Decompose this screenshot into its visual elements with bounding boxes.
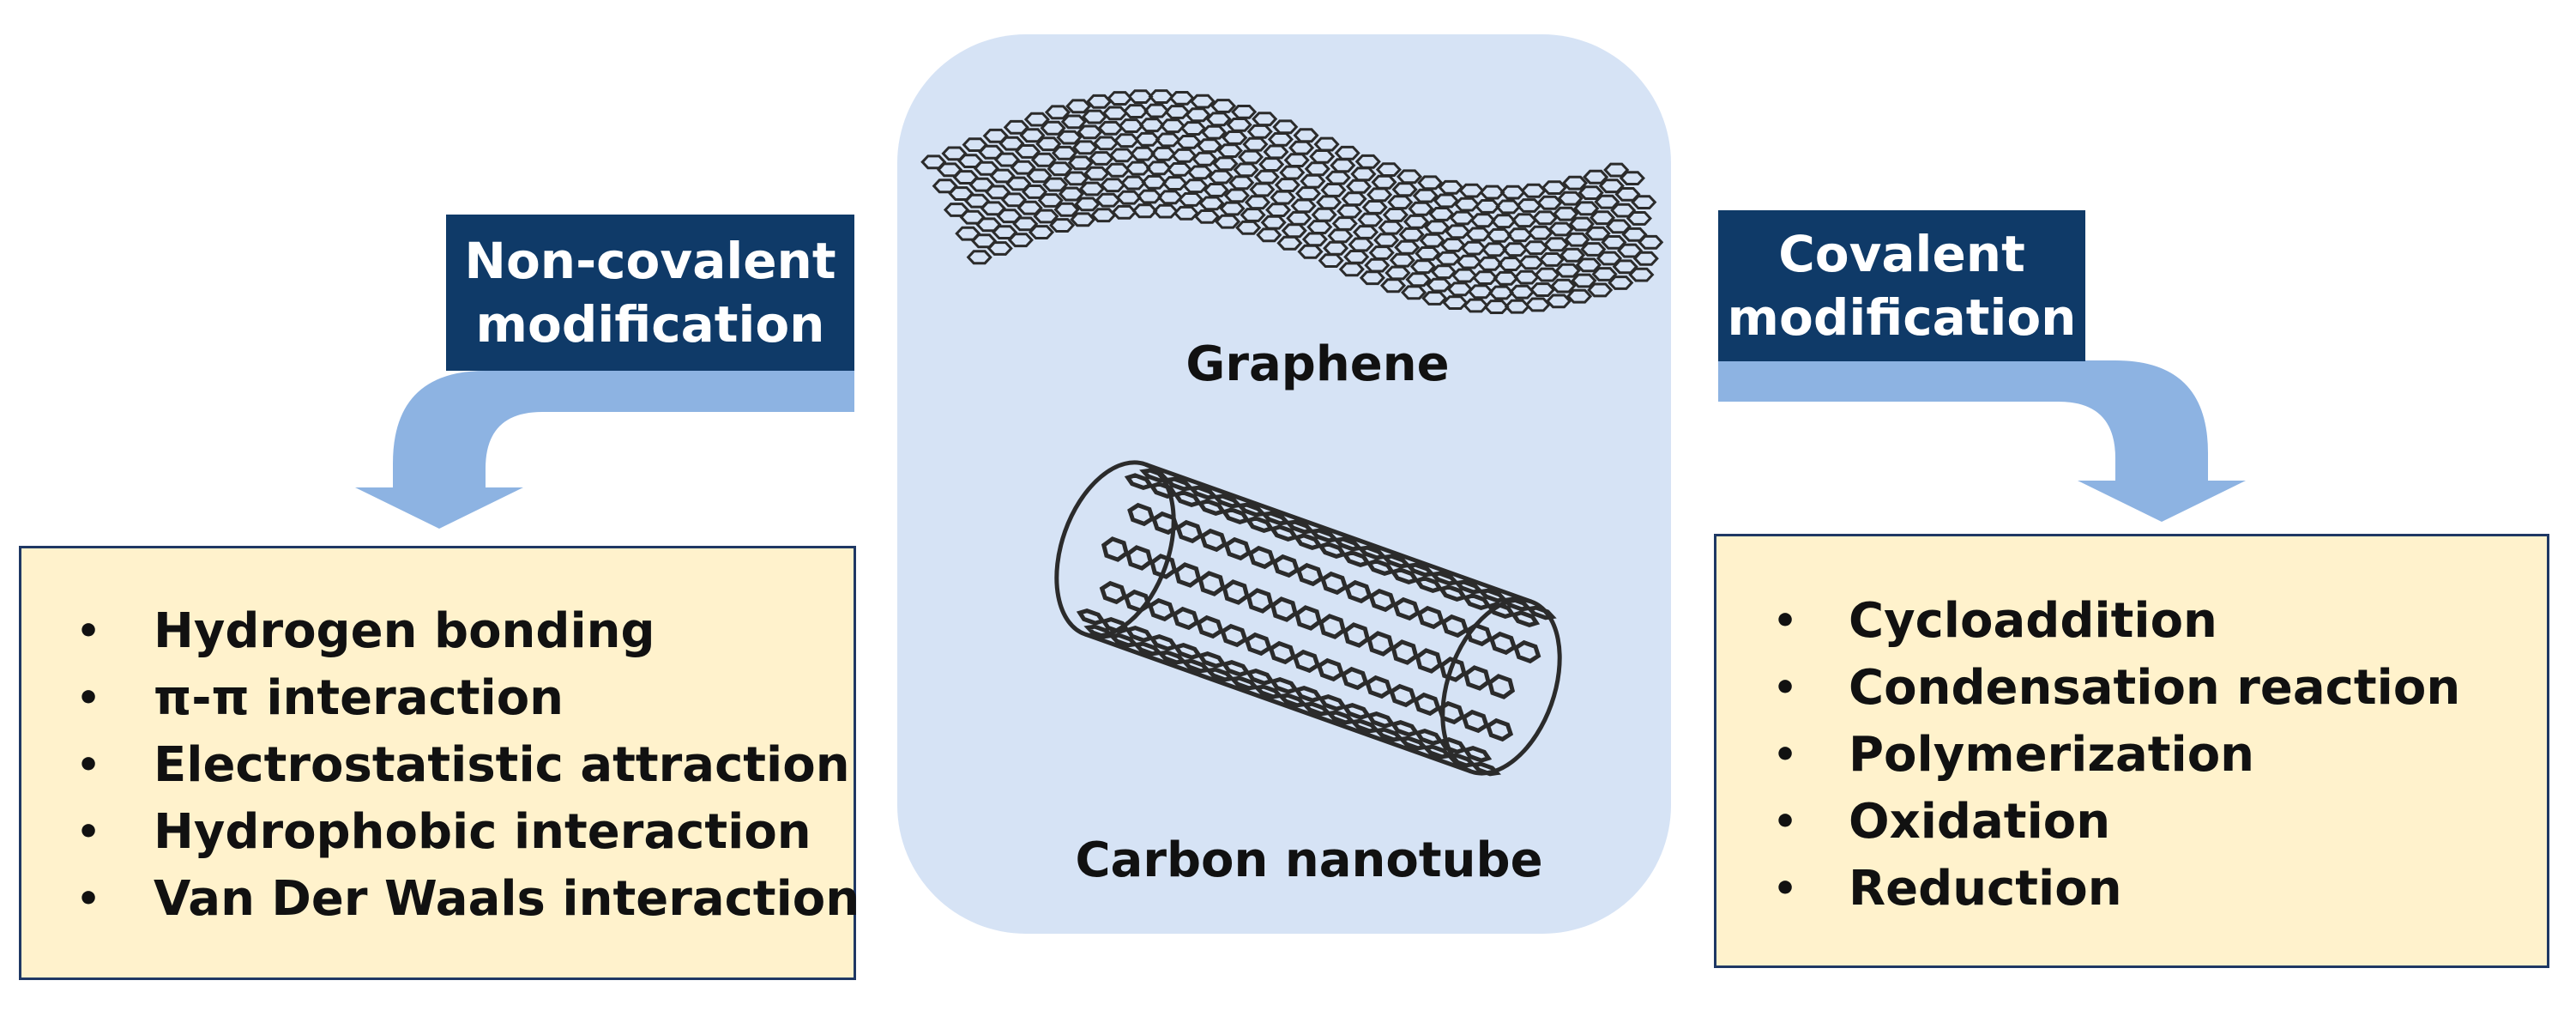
covalent-header-line1: Covalent — [1778, 225, 2025, 283]
right-arrow-icon — [1718, 360, 2246, 522]
list-item-text: π-π interaction — [154, 670, 564, 726]
non-covalent-header: Non-covalent modification — [446, 215, 854, 371]
carbon-nanotube-label: Carbon nanotube — [1075, 832, 1543, 888]
graphene-label: Graphene — [1185, 336, 1450, 392]
list-item-text: Oxidation — [1849, 794, 2111, 850]
materials-panel — [897, 34, 1671, 934]
bullet-icon: • — [76, 877, 101, 921]
covalent-list: • Cycloaddition • Condensation reaction • P… — [1716, 588, 2547, 923]
carbon-nanotube-icon — [1054, 460, 1562, 777]
list-item-text: Cycloaddition — [1849, 593, 2217, 649]
bullet-icon: • — [1773, 666, 1798, 710]
bullet-icon: • — [1773, 800, 1798, 844]
list-item-text: Condensation reaction — [1849, 660, 2461, 716]
covalent-header-line2: modification — [1727, 288, 2077, 347]
graphene-sheet-icon — [920, 89, 1664, 314]
bullet-icon: • — [76, 676, 101, 720]
list-item-text: Hydrophobic interaction — [154, 804, 811, 860]
nanotube-end-cap-left — [1054, 460, 1176, 639]
list-item: • Polymerization — [1716, 722, 2547, 789]
bullet-icon: • — [76, 743, 101, 787]
list-item-text: Hydrogen bonding — [154, 603, 655, 659]
bullet-icon: • — [76, 810, 101, 854]
list-item: • Van Der Waals interaction — [21, 866, 860, 933]
list-item: • Electrostatistic attraction — [21, 732, 854, 799]
list-item: • Cycloaddition — [1716, 588, 2547, 655]
list-item: • Reduction — [1716, 856, 2547, 923]
list-item: • Hydrophobic interaction — [21, 799, 854, 866]
bullet-icon: • — [1773, 733, 1798, 777]
bullet-icon: • — [1773, 867, 1798, 911]
list-item: • Condensation reaction — [1716, 655, 2547, 722]
list-item: • Hydrogen bonding — [21, 598, 854, 665]
nanotube-lattice — [1076, 462, 1557, 777]
graphene-mesh — [920, 89, 1664, 314]
list-item-text: Polymerization — [1849, 727, 2255, 783]
non-covalent-header-line1: Non-covalent — [464, 232, 836, 290]
list-item-text: Electrostatistic attraction — [154, 737, 850, 793]
covalent-list-box: • Cycloaddition • Condensation reaction • P… — [1714, 534, 2549, 968]
left-arrow-icon — [355, 371, 854, 529]
list-item-text: Van Der Waals interaction — [154, 871, 860, 927]
bullet-icon: • — [76, 609, 101, 653]
non-covalent-list-box: • Hydrogen bonding • π-π interaction • Elec… — [19, 546, 860, 980]
covalent-header: Covalent modification — [1718, 210, 2085, 361]
bullet-icon: • — [1773, 599, 1798, 643]
non-covalent-header-line2: modification — [475, 295, 825, 354]
nanotube-end-cap-right — [1440, 597, 1562, 776]
list-item: • π-π interaction — [21, 665, 854, 732]
list-item: • Oxidation — [1716, 789, 2547, 856]
list-item-text: Reduction — [1849, 861, 2122, 917]
non-covalent-list: • Hydrogen bonding • π-π interaction • Elec… — [21, 598, 860, 933]
